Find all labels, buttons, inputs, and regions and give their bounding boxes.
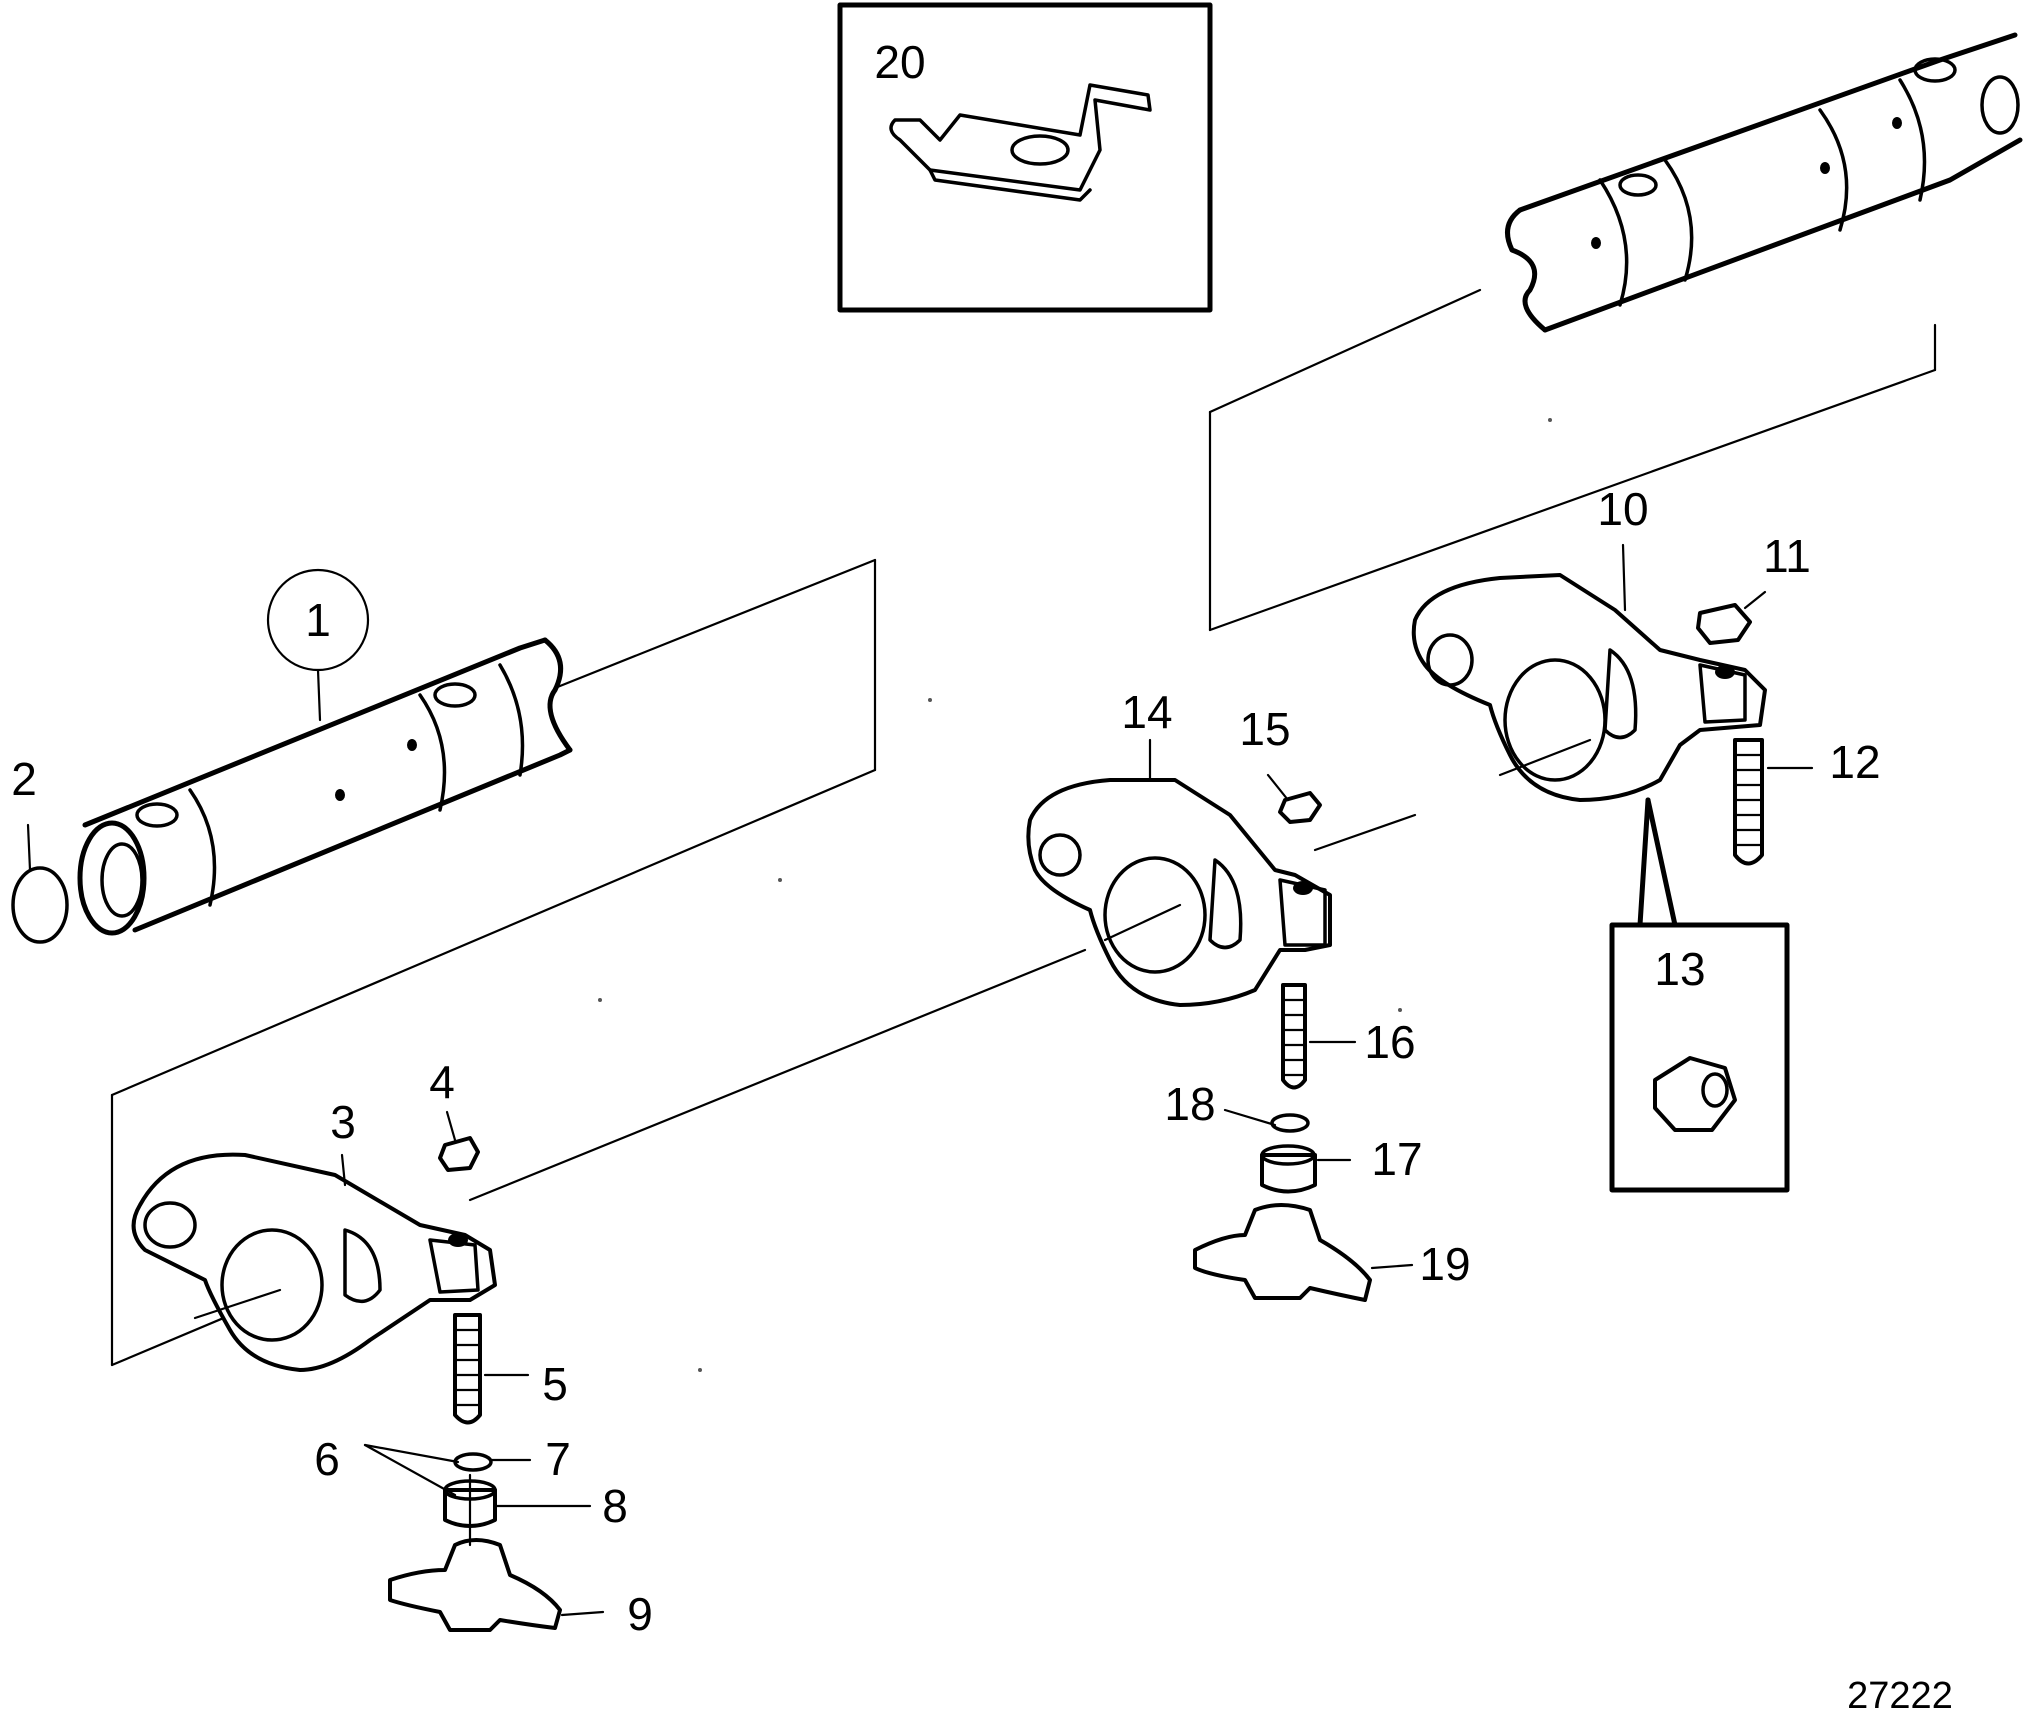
callout-labels: 1 2 3 4 5 6 7 8 9 10 11 12 13 14 15 16 1…: [11, 36, 1953, 1717]
callout-10: 10: [1597, 483, 1648, 535]
callout-2: 2: [11, 753, 37, 805]
rocker-arm-center: [1026, 778, 1332, 1007]
callout-9: 9: [627, 1588, 653, 1640]
leader-lines: [26, 543, 1814, 1617]
nut-center: [1278, 791, 1322, 824]
nut-left: [438, 1136, 480, 1172]
o-ring-center: [1270, 1113, 1310, 1133]
callout-7: 7: [545, 1433, 571, 1485]
leader-frame-lower: [110, 558, 1417, 1367]
callout-12: 12: [1829, 736, 1880, 788]
callout-14: 14: [1121, 686, 1172, 738]
sleeve-center: [1260, 1144, 1317, 1194]
inset-box-nut: [1609, 797, 1790, 1193]
callout-4: 4: [429, 1056, 455, 1108]
nut-right: [1696, 603, 1752, 645]
callout-6: 6: [314, 1433, 340, 1485]
rocker-arm-left: [131, 1152, 497, 1372]
inset-box-clip: [837, 2, 1213, 313]
speckle-dots: [598, 418, 1552, 1372]
callout-19: 19: [1419, 1238, 1470, 1290]
callout-5: 5: [542, 1358, 568, 1410]
o-ring-left: [453, 1452, 493, 1472]
callout-18: 18: [1164, 1078, 1215, 1130]
callout-circle-1: [266, 568, 370, 722]
callout-17: 17: [1371, 1133, 1422, 1185]
adjusting-screw-right: [1733, 738, 1764, 866]
callout-11: 11: [1763, 530, 1811, 582]
callout-8: 8: [602, 1480, 628, 1532]
drawing-number: 27222: [1847, 1675, 1953, 1717]
adjusting-screw-center: [1281, 983, 1307, 1090]
rocker-shaft-lower: [77, 637, 573, 936]
callout-15: 15: [1239, 703, 1290, 755]
callout-3: 3: [330, 1096, 356, 1148]
leader-frame-upper: [1208, 288, 1937, 632]
rocker-shaft-upper: [1505, 32, 2023, 333]
callout-13: 13: [1654, 943, 1705, 995]
callout-1: 1: [305, 594, 331, 646]
plug-part: [11, 866, 69, 944]
rocker-arm-right: [1411, 573, 1767, 802]
valve-bridge-left: [388, 1473, 562, 1632]
valve-bridge-center: [1193, 1203, 1372, 1302]
callout-16: 16: [1364, 1016, 1415, 1068]
adjusting-screw-left: [453, 1313, 482, 1425]
callout-20: 20: [874, 36, 925, 88]
